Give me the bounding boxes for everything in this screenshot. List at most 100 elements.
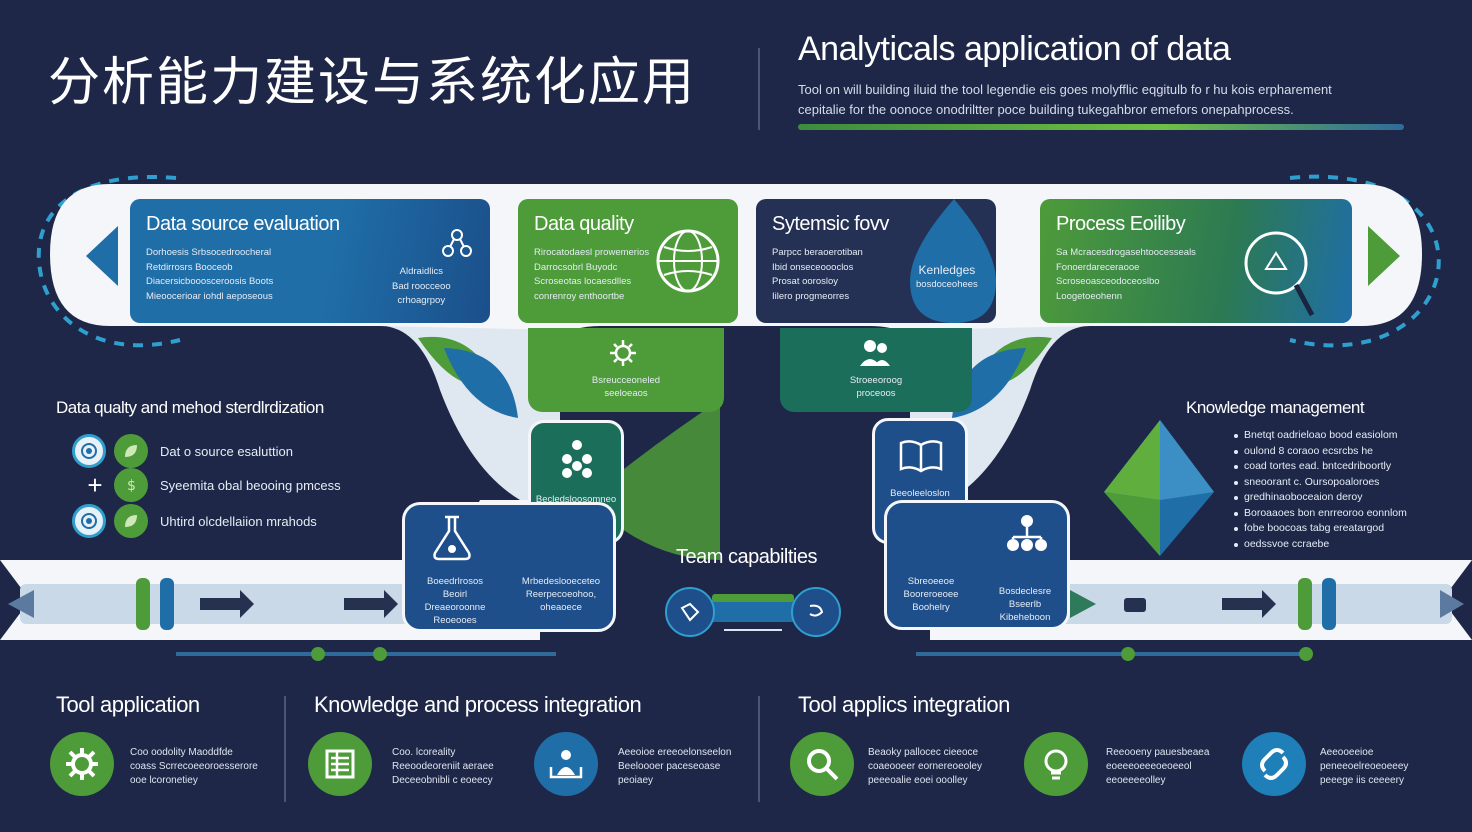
bottom-item-line: coaeooeer eornereoeoley bbox=[868, 761, 982, 772]
card-line: Iilero progmeorres bbox=[772, 290, 850, 302]
left-list-item[interactable]: Uhtird olcdellaiion mrahods bbox=[72, 504, 317, 538]
card-line: Rirocatodaesl prowemerios bbox=[534, 247, 650, 258]
center-box-line: Becledsloosomneo bbox=[535, 494, 617, 505]
gear-icon[interactable] bbox=[50, 732, 114, 796]
leaf-icon bbox=[114, 504, 148, 538]
left-list-item[interactable]: + $ Syeemita obal beooing pmcess bbox=[84, 468, 341, 502]
link-icon[interactable] bbox=[1242, 732, 1306, 796]
center-box-right-upper[interactable]: Stroeeoroog proceoos bbox=[780, 328, 972, 412]
card-line: Darrocsobrl Buyodc bbox=[534, 261, 618, 273]
card-process-ability[interactable]: Process Eoiliby Sa Mcracesdrogasehtooces… bbox=[1040, 199, 1352, 323]
card-line: Fonoerdareceraooe bbox=[1056, 261, 1140, 273]
bottom-item-line: Reeoodeoreniit aeraee bbox=[392, 761, 494, 772]
book-icon bbox=[899, 440, 943, 473]
bullet-item: Bnetqt oadrieloao bood easiolom bbox=[1234, 428, 1454, 444]
card-side-text: Aldraidlics Bad roocceoo crhoagrpoy bbox=[392, 265, 451, 309]
card-line: Prosat oorosloy bbox=[772, 276, 839, 287]
flow-box-line: Dreaeoroonne bbox=[424, 602, 486, 613]
flow-box-left-bottom[interactable]: Boeedrlrosos Beoirl Dreaeoroonne Reoeooe… bbox=[402, 502, 616, 632]
bottom-item-line: peneeoelreoeoeeey bbox=[1320, 761, 1409, 772]
page-title-cn: 分析能力建设与系统化应用 bbox=[48, 53, 697, 113]
hierarchy-icon bbox=[562, 440, 592, 478]
flow-box-line: Kibeheboon bbox=[999, 612, 1051, 623]
flow-box-line: Booreroeoee bbox=[903, 589, 959, 600]
bottom-item-text: Reeooeny pauesbeaea eoeeeoeeeoeoeeol eeo… bbox=[1106, 746, 1209, 788]
flow-box-line: Bseerlb bbox=[1008, 599, 1042, 610]
bullet-item: oedssvoe ccraebe bbox=[1234, 537, 1454, 553]
bottom-item-line: Beaoky pallocec cieeoce bbox=[868, 747, 979, 758]
bottom-item-line: peeege iis ceeeery bbox=[1320, 775, 1404, 786]
card-side-line: Bad roocceoo bbox=[392, 280, 451, 292]
card-data-source-evaluation[interactable]: Data source evaluation Dorhoesis Srbsoce… bbox=[130, 199, 490, 323]
header-accent-bar bbox=[798, 124, 1404, 130]
left-list-text: Syeemita obal beooing pmcess bbox=[160, 477, 341, 493]
card-side-line: crhoagrpoy bbox=[397, 295, 446, 306]
bottom-divider bbox=[758, 696, 760, 802]
flow-box-line: Reoeooes bbox=[433, 615, 477, 626]
flow-box-text: Mrbedeslooeceteo Reerpecoeohoo, oheaoece bbox=[509, 575, 613, 614]
network-icon bbox=[442, 229, 472, 257]
search-icon[interactable] bbox=[790, 732, 854, 796]
globe-icon bbox=[656, 229, 720, 293]
flow-box-line: Mrbedeslooeceteo bbox=[521, 576, 601, 587]
card-line: Scroseotas locaesdlles bbox=[534, 276, 632, 287]
card-title: Data source evaluation bbox=[146, 213, 340, 235]
flow-box-line: Beoirl bbox=[442, 589, 468, 600]
card-line: Dorhoesis Srbsocedroocheral bbox=[146, 247, 272, 258]
target-icon bbox=[72, 434, 106, 468]
svg-text:$: $ bbox=[127, 478, 136, 494]
bottom-item-line: peoiaey bbox=[618, 775, 654, 786]
bullet-item: gredhinaoboceaion deroy bbox=[1234, 490, 1454, 506]
left-list-item[interactable]: Dat o source esaluttion bbox=[72, 434, 293, 468]
leaf-icon bbox=[114, 434, 148, 468]
bottom-title-tool-applics: Tool applics integration bbox=[798, 692, 1010, 717]
bottom-item-line: eeoeeeeolley bbox=[1106, 775, 1166, 786]
bottom-item-text: Coo. lcoreality Reeoodeoreniit aeraee De… bbox=[392, 746, 494, 788]
card-side-text: Kenledges bosdoceohees bbox=[916, 263, 978, 292]
card-side-line: Kenledges bbox=[918, 263, 976, 277]
bottom-item-line: eoeeeoeeeoeoeeol bbox=[1106, 761, 1192, 772]
card-line: Parpcc beraoerotiban bbox=[772, 247, 863, 258]
bullet-item: Boroaaoes bon enrreoroo eonnlom bbox=[1234, 506, 1454, 522]
card-data-quality[interactable]: Data quality Rirocatodaesl prowemerios D… bbox=[518, 199, 738, 323]
card-line: Loogetoeohenn bbox=[1056, 290, 1123, 302]
checklist-icon[interactable] bbox=[308, 732, 372, 796]
flask-icon bbox=[433, 515, 471, 561]
flow-box-text: Bosdeclesre Bseerlb Kibeheboon bbox=[983, 585, 1067, 624]
target-icon bbox=[72, 504, 106, 538]
flow-box-line: Bosdeclesre bbox=[998, 586, 1052, 597]
flow-box-line: Reerpecoeohoo, bbox=[525, 589, 597, 600]
bottom-item-text: Beaoky pallocec cieeoce coaeooeer eorner… bbox=[868, 746, 982, 788]
bottom-item-line: peeeoalie eoei ooolley bbox=[868, 775, 968, 786]
bullet-item: oulond 8 coraoo ecsrcbs he bbox=[1234, 444, 1454, 460]
card-line: Scroseoasceodoceoslbo bbox=[1056, 276, 1160, 287]
card-side-line: bosdoceohees bbox=[916, 278, 978, 290]
bottom-item-line: coass Scrrecoeeoroesserore bbox=[130, 761, 258, 772]
lightbulb-icon[interactable] bbox=[1024, 732, 1088, 796]
bottom-item-line: Beeloooer paceseoase bbox=[618, 761, 721, 772]
bullet-item: coad tortes ead. bntcedriboortly bbox=[1234, 459, 1454, 475]
flow-box-right-bottom[interactable]: Sbreoeeoe Booreroeoee Boohelry Bosdecles… bbox=[884, 500, 1070, 630]
card-title: Process Eoiliby bbox=[1056, 213, 1186, 235]
right-section-title: Knowledge management bbox=[1186, 398, 1365, 417]
bottom-item-line: Coo oodolity Maoddfde bbox=[130, 747, 233, 758]
presenter-icon[interactable] bbox=[534, 732, 598, 796]
dollar-icon: $ bbox=[114, 468, 148, 502]
center-box-line: Bsreucceoneled bbox=[591, 375, 661, 386]
bottom-divider bbox=[284, 696, 286, 802]
bullet-item: sneoorant c. Oursopoaloroes bbox=[1234, 475, 1454, 491]
subtitle-line: Tool on will building iluid the tool leg… bbox=[798, 82, 1332, 97]
card-line: conrenroy enthoortbe bbox=[534, 290, 625, 302]
flow-box-line: Boohelry bbox=[912, 602, 950, 613]
left-list-text: Dat o source esaluttion bbox=[160, 443, 293, 459]
center-box-line: proceoos bbox=[856, 388, 896, 399]
flow-box-text: Sbreoeeoe Booreroeoee Boohelry bbox=[891, 575, 971, 614]
gear-icon bbox=[610, 340, 636, 366]
card-side-line: Aldraidlics bbox=[399, 266, 443, 277]
center-box-left-upper[interactable]: Bsreucceoneled seeloeaos bbox=[528, 328, 724, 412]
bottom-item-line: Coo. lcoreality bbox=[392, 747, 456, 758]
bullet-item: fobe boocoas tabg ereatargod bbox=[1234, 521, 1454, 537]
bottom-item-line: Deceeobnibli c eoeecy bbox=[392, 775, 493, 786]
card-systemic-flow[interactable]: Sytemsic fovv Parpcc beraoerotiban Ibid … bbox=[756, 199, 996, 323]
subtitle-line: cepitalie for the oonoce onodriltter poc… bbox=[798, 102, 1294, 117]
